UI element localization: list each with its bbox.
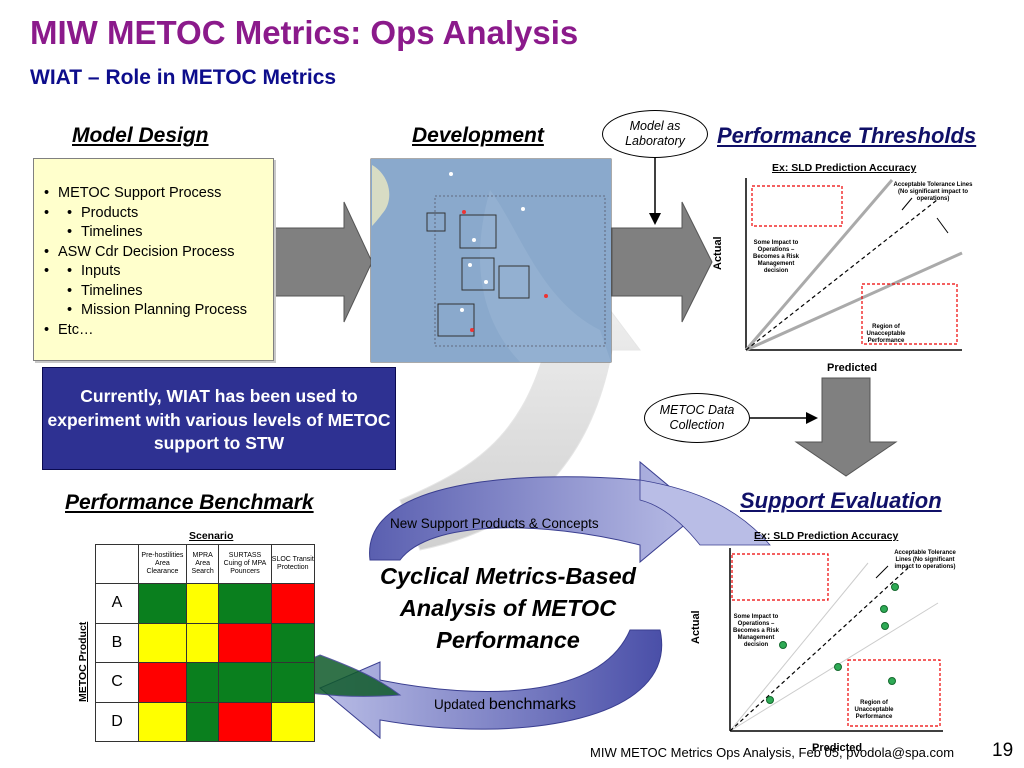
bullet-subitem: Products	[42, 204, 273, 224]
cycle-bottom-label: Updated benchmarks	[434, 696, 576, 714]
block-arrow-design-to-dev	[273, 201, 373, 323]
matrix-header-row: Pre-hostilities Area Clearance MPRA Area…	[95, 544, 316, 584]
bubble-model-as-laboratory: Model as Laboratory	[602, 110, 708, 158]
cycle-bottom-word: benchmarks	[488, 696, 576, 713]
matrix-row: C	[95, 662, 316, 703]
matrix-row-label: C	[95, 662, 139, 703]
evaluation-note-risk: Some Impact to Operations – Becomes a Ri…	[732, 614, 780, 648]
slide-title: MIW METOC Metrics: Ops Analysis	[30, 14, 579, 51]
heading-development: Development	[412, 124, 544, 147]
block-arrow-dev-to-thresholds	[611, 201, 713, 323]
heading-model-design: Model Design	[72, 124, 209, 147]
matrix-cell-red	[218, 701, 272, 742]
evaluation-chart-title: Ex: SLD Prediction Accuracy	[754, 530, 899, 542]
slide-footer: MIW METOC Metrics Ops Analysis, Feb 05, …	[590, 745, 955, 760]
bullet-item: Etc…	[42, 321, 273, 341]
block-arrow-down-to-evaluation	[794, 377, 898, 477]
matrix-cell-green	[218, 662, 272, 703]
matrix-corner	[95, 544, 139, 584]
threshold-note-tolerance: Acceptable Tolerance Lines (No significa…	[893, 182, 973, 202]
sublist-wrap: Products Timelines	[42, 204, 273, 243]
matrix-product-label: METOC Product	[77, 621, 89, 702]
bullet-subitem: Mission Planning Process	[42, 301, 273, 321]
heading-performance-thresholds: Performance Thresholds	[717, 123, 977, 148]
matrix-row-label: B	[95, 622, 139, 663]
matrix-col-header: SLOC Transit Protection	[270, 544, 316, 584]
sublist-wrap: Inputs Timelines Mission Planning Proces…	[42, 262, 273, 321]
matrix-cell-green	[270, 662, 316, 703]
cycle-arrow-top	[369, 460, 701, 564]
matrix-cell-red	[138, 662, 187, 703]
cycle-center-text: Cyclical Metrics-Based Analysis of METOC…	[379, 563, 636, 653]
heading-support-evaluation: Support Evaluation	[740, 488, 942, 513]
matrix-col-header: SURTASS Cuing of MPA Pouncers	[218, 544, 272, 584]
matrix-cell-yellow	[138, 701, 187, 742]
evaluation-chart-xlabel: Predicted	[812, 742, 863, 754]
matrix-scenario-label: Scenario	[189, 530, 234, 542]
wiat-map-image	[370, 158, 612, 363]
evaluation-chart-svg	[729, 548, 943, 732]
bullet-subitem: Inputs	[42, 262, 273, 282]
cycle-arrow-bottom	[319, 629, 663, 740]
threshold-chart: Ex: SLD Prediction Accuracy Actual Predi…	[712, 158, 982, 380]
bubble-metoc-data-collection: METOC Data Collection	[644, 393, 750, 443]
evaluation-note-unacceptable: Region of Unacceptable Performance	[854, 700, 894, 720]
bullet-item: METOC Support Process	[42, 184, 273, 204]
threshold-chart-title: Ex: SLD Prediction Accuracy	[772, 162, 917, 174]
matrix-cell-green	[185, 662, 220, 703]
matrix-cell-yellow	[185, 583, 220, 624]
evaluation-note-tolerance: Acceptable Tolerance Lines (No significa…	[894, 550, 956, 570]
wiat-callout: Currently, WIAT has been used to experim…	[42, 367, 396, 470]
slide-subtitle: WIAT – Role in METOC Metrics	[30, 66, 337, 89]
matrix-col-header: Pre-hostilities Area Clearance	[138, 544, 187, 584]
threshold-chart-ylabel: Actual	[712, 236, 724, 270]
bullet-subitem: Timelines	[42, 223, 273, 243]
matrix-cell-green	[270, 622, 316, 663]
page-number: 19	[992, 740, 1014, 761]
heading-performance-benchmark: Performance Benchmark	[65, 491, 314, 514]
cycle-arrow-right-tail	[639, 479, 771, 546]
matrix-cell-red	[218, 622, 272, 663]
matrix-row-label: D	[95, 701, 139, 742]
matrix-row: A	[95, 583, 316, 624]
threshold-chart-svg	[744, 178, 963, 352]
benchmark-matrix: Pre-hostilities Area Clearance MPRA Area…	[95, 544, 316, 742]
evaluation-chart-ylabel: Actual	[690, 610, 702, 644]
threshold-chart-xlabel: Predicted	[827, 362, 878, 374]
matrix-cell-red	[270, 583, 316, 624]
evaluation-chart: Ex: SLD Prediction Accuracy Actual Predi…	[688, 528, 958, 756]
bullet-item: ASW Cdr Decision Process	[42, 243, 273, 263]
matrix-cell-yellow	[138, 622, 187, 663]
threshold-note-unacceptable: Region of Unacceptable Performance	[866, 324, 906, 344]
matrix-row: D	[95, 701, 316, 742]
matrix-cell-green	[138, 583, 187, 624]
cycle-bottom-prefix: Updated	[434, 697, 486, 712]
matrix-cell-green	[185, 701, 220, 742]
matrix-row-label: A	[95, 583, 139, 624]
threshold-note-risk: Some Impact to Operations – Becomes a Ri…	[752, 240, 800, 274]
matrix-col-header: MPRA Area Search	[185, 544, 220, 584]
matrix-cell-yellow	[270, 701, 316, 742]
bullet-subitem: Timelines	[42, 282, 273, 302]
matrix-row: B	[95, 622, 316, 663]
cycle-top-label: New Support Products & Concepts	[390, 516, 599, 531]
matrix-cell-green	[218, 583, 272, 624]
model-design-box: METOC Support Process Products Timelines…	[33, 158, 274, 361]
matrix-cell-yellow	[185, 622, 220, 663]
